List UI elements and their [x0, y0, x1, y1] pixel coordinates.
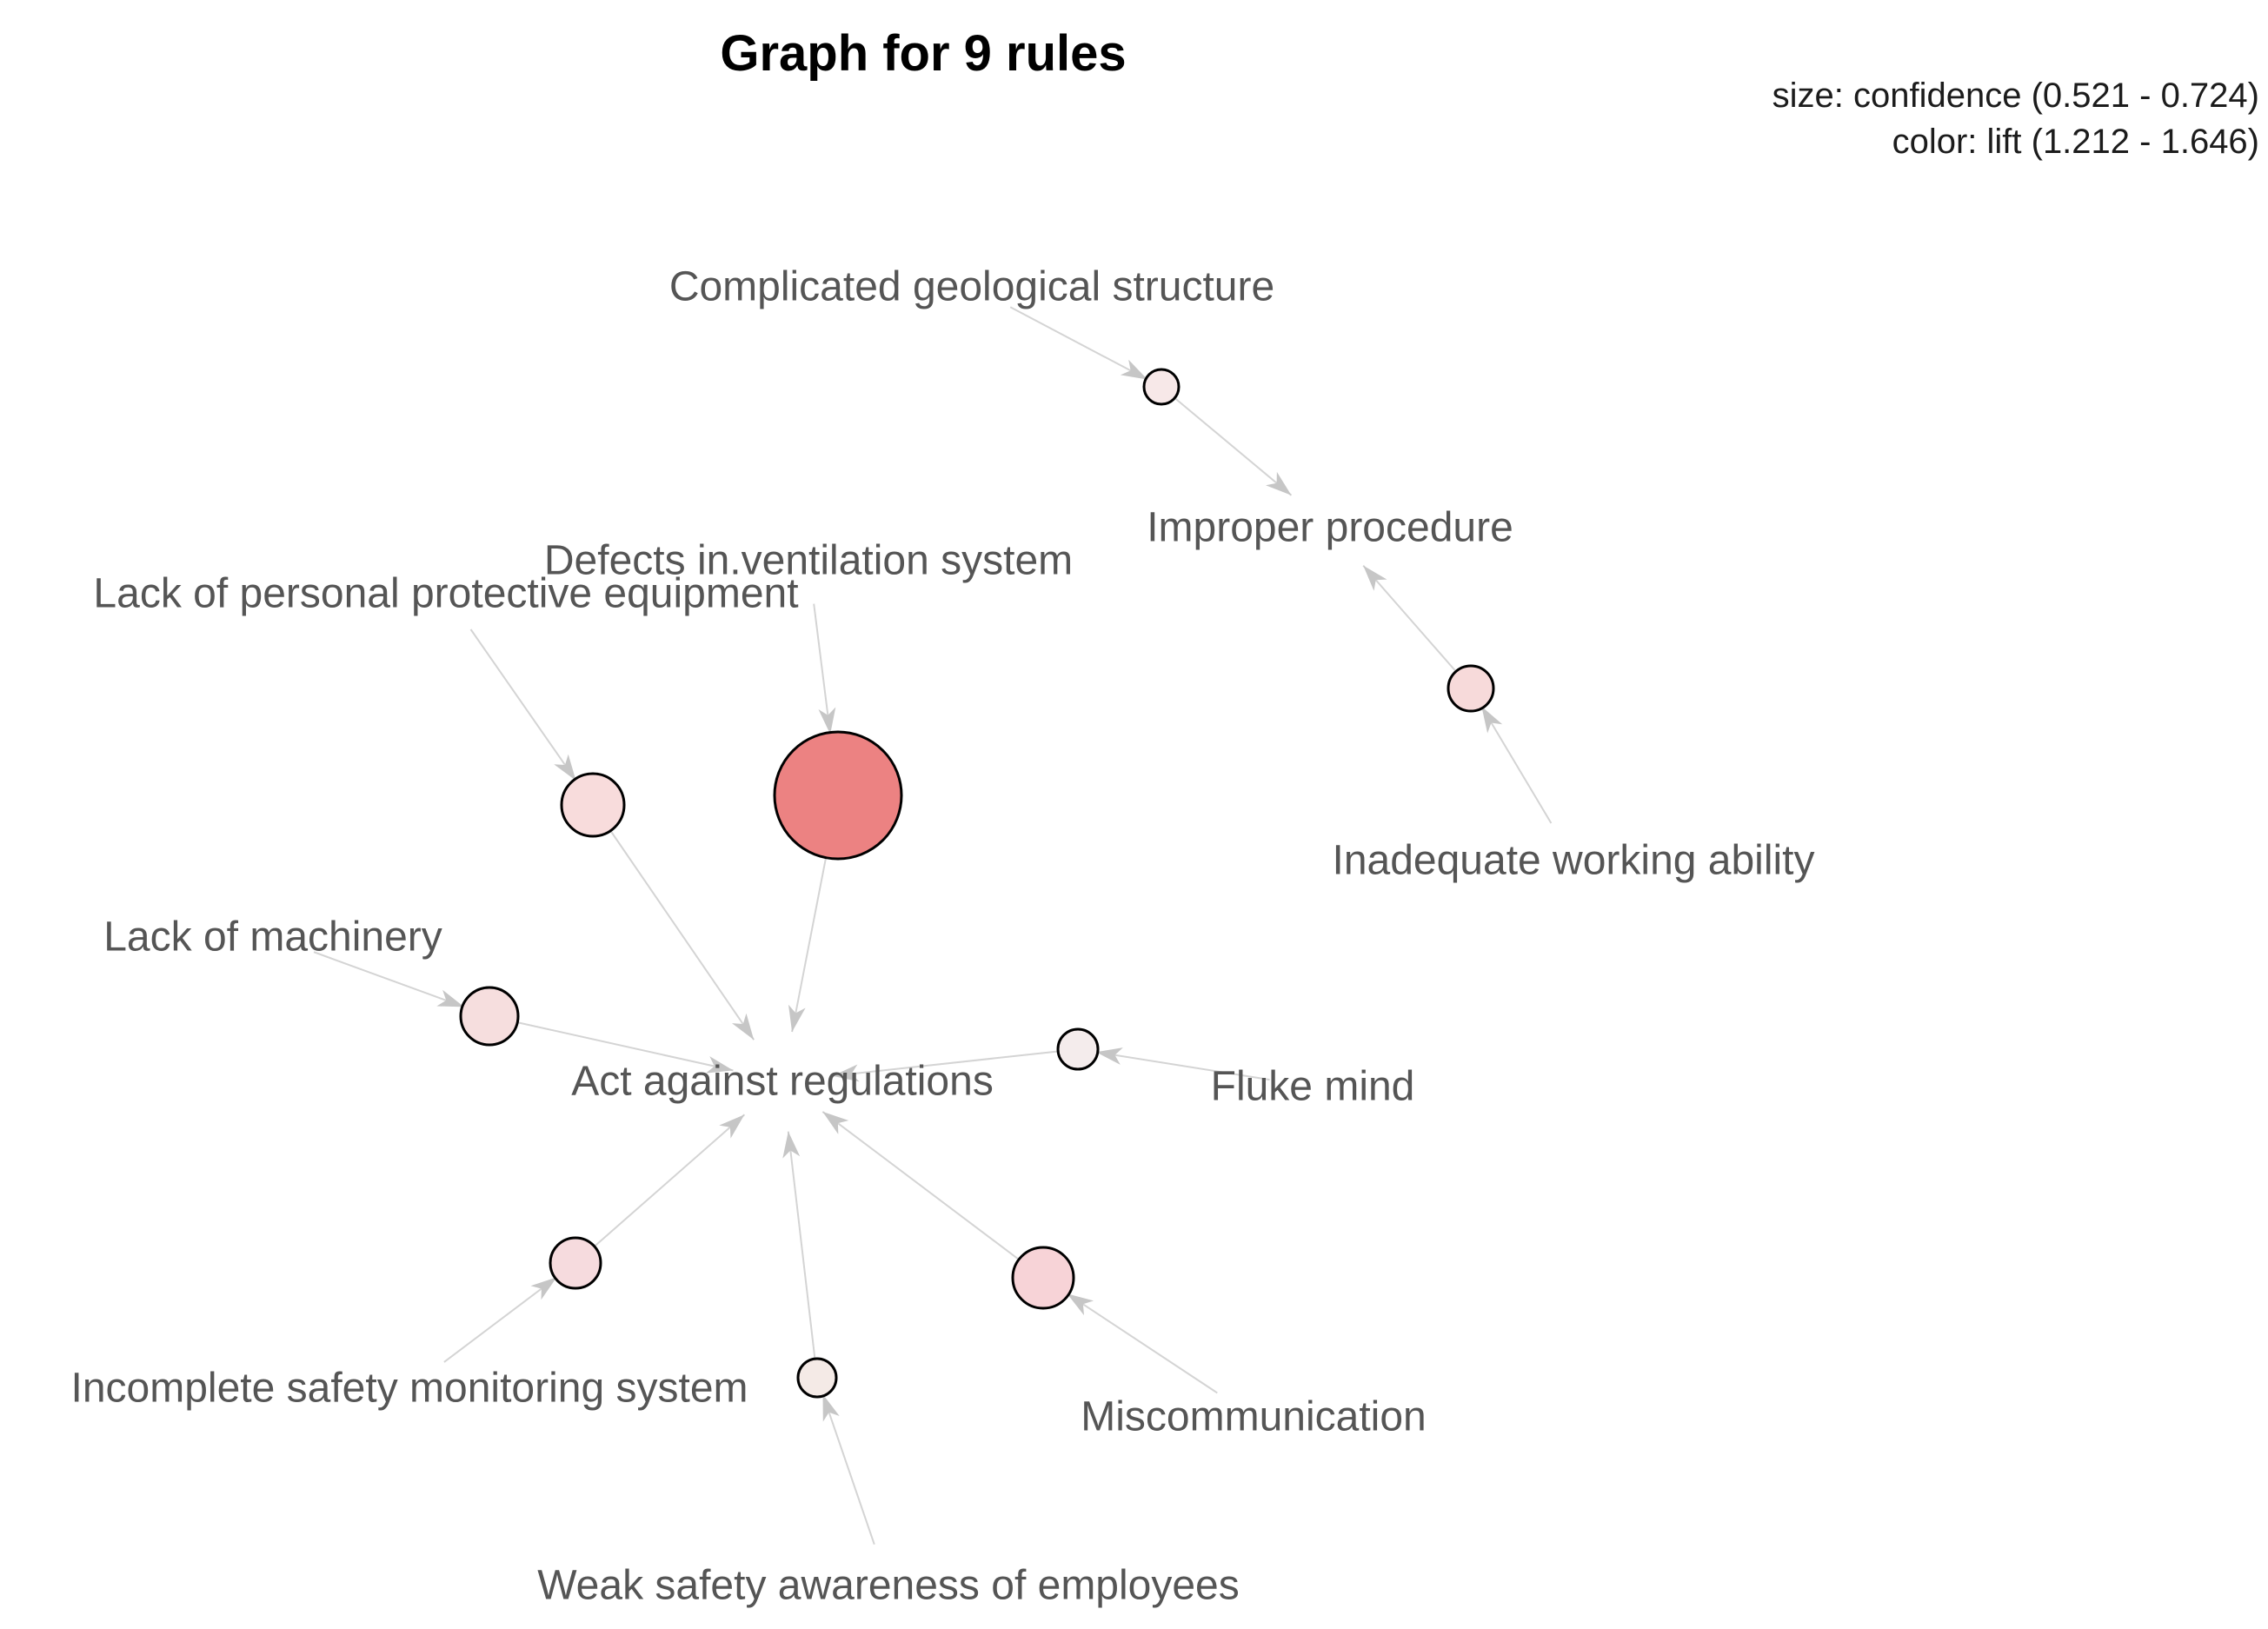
edge-arrowhead [1363, 565, 1387, 591]
rule-edge [813, 603, 832, 735]
edge-arrowhead [822, 1111, 849, 1134]
rule-node-rule-1 [1142, 368, 1181, 406]
rule-edge [1095, 1051, 1270, 1081]
rule-edge [1009, 306, 1148, 381]
rule-edge [469, 628, 577, 781]
edge-arrowhead [705, 1056, 734, 1074]
item-label-complicated: Complicated geological structure [669, 264, 1274, 310]
edge-arrowhead [832, 1064, 860, 1082]
rule-edge [1480, 706, 1553, 824]
rule-node-rule-3 [560, 772, 626, 838]
rule-edge [1066, 1293, 1218, 1394]
rule-edge [313, 951, 465, 1008]
edge-arrowhead [436, 989, 464, 1007]
rule-node-rule-9 [1011, 1246, 1075, 1310]
edge-arrowhead [1067, 1293, 1094, 1316]
rule-node-rule-7 [549, 1236, 602, 1290]
legend: size: confidence (0.521 - 0.724) color: … [1772, 73, 2259, 165]
item-label-fluke: Fluke mind [1211, 1064, 1415, 1110]
rule-edge [443, 1276, 558, 1363]
edge-arrowhead [788, 1004, 806, 1033]
rule-node-rule-2 [1447, 664, 1495, 713]
rule-edge [821, 1393, 875, 1546]
item-label-weak: Weak safety awareness of employees [537, 1563, 1240, 1609]
rule-edge [832, 1050, 1058, 1077]
rule-edge [517, 1021, 734, 1072]
rule-edge [1174, 397, 1293, 496]
rule-node-rule-5 [459, 986, 520, 1047]
item-label-defects: Defects in.ventilation system [544, 538, 1073, 584]
edge-arrowhead [1120, 359, 1148, 380]
item-label-machinery: Lack of machinery [103, 914, 442, 961]
edge-arrowhead [554, 754, 576, 781]
edge-arrowhead [818, 707, 836, 735]
edge-arrowhead [782, 1131, 801, 1159]
item-label-monitoring: Incomplete safety monitoring system [71, 1366, 748, 1412]
legend-size-line: size: confidence (0.521 - 0.724) [1772, 76, 2259, 115]
edge-arrowhead [1481, 706, 1503, 734]
item-label-act: Act against regulations [571, 1059, 994, 1105]
page-title: Graph for 9 rules [720, 25, 1127, 82]
item-label-improper: Improper procedure [1147, 505, 1513, 551]
rule-edge [594, 1114, 746, 1247]
edge-arrowhead [1266, 471, 1292, 495]
edge-arrowhead [719, 1114, 745, 1139]
edge-arrowhead [732, 1013, 755, 1041]
rule-node-rule-4 [773, 730, 903, 861]
rule-edge [787, 1131, 816, 1359]
rule-node-rule-8 [796, 1357, 838, 1399]
rule-edge [610, 830, 755, 1041]
legend-color-line: color: lift (1.212 - 1.646) [1892, 123, 2259, 161]
rule-node-rule-6 [1056, 1027, 1100, 1071]
edge-arrowhead [1095, 1047, 1123, 1065]
rule-edge [821, 1111, 1019, 1260]
edge-arrowhead [822, 1393, 840, 1422]
item-label-ppe: Lack of personal protective equipment [93, 571, 798, 617]
edge-arrowhead [530, 1277, 557, 1300]
item-label-miscomm: Miscommunication [1081, 1394, 1426, 1440]
item-label-inadequate: Inadequate working ability [1332, 838, 1814, 884]
rule-edge [1362, 564, 1456, 672]
rule-edge [791, 858, 827, 1033]
